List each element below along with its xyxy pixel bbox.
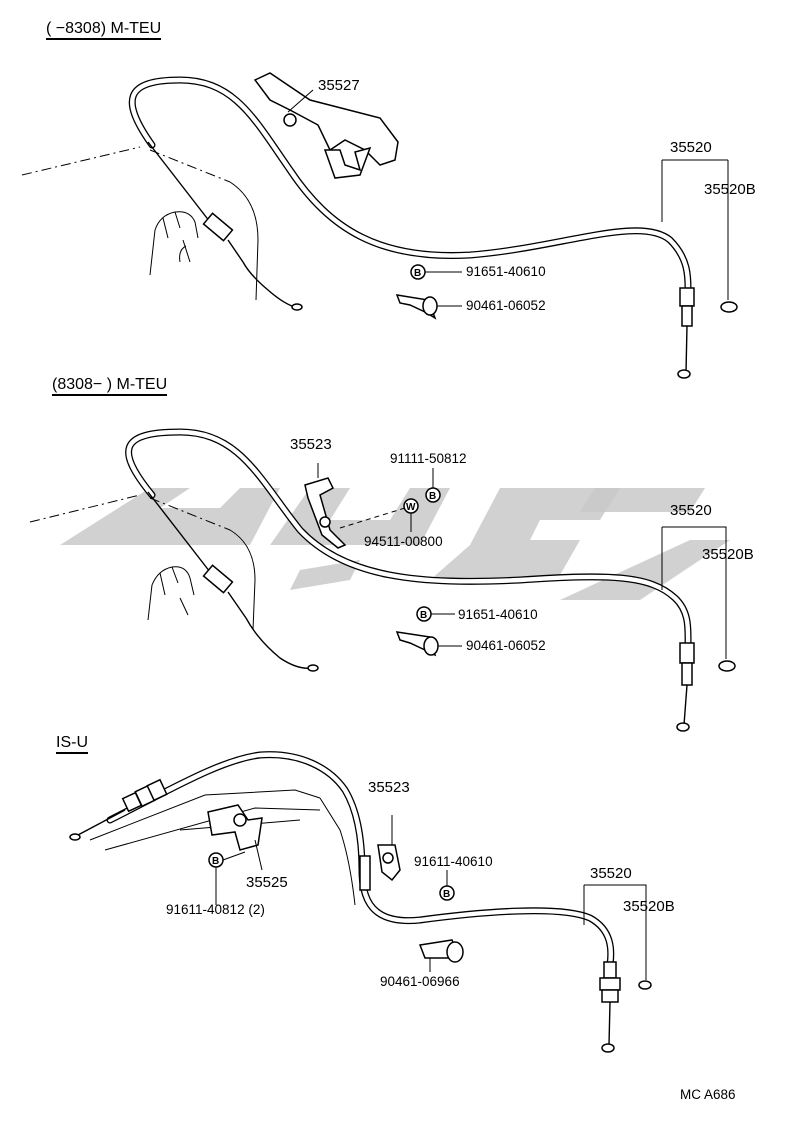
- part-label-washer: 94511-00800: [364, 534, 443, 549]
- part-label-clamp-3: 90461-06966: [380, 974, 460, 989]
- section-2-drawing: [29, 428, 736, 732]
- bolt-mark-4: B: [212, 856, 219, 867]
- part-label-cable-1: 35520: [670, 139, 712, 156]
- section-2-header: (8308− ) M-TEU: [52, 376, 168, 396]
- footer-code: MC A686: [680, 1087, 736, 1102]
- part-label-35525: 35525: [246, 874, 288, 891]
- part-label-bolt-mid: 91611-40610: [414, 854, 493, 869]
- part-label-cable-alt-2: 35520B: [702, 546, 754, 563]
- part-label-cable-3: 35520: [590, 865, 632, 882]
- section-1-drawing: [21, 72, 738, 379]
- bolt-mark-3: B: [420, 610, 427, 621]
- part-label-35523-a: 35523: [290, 436, 332, 453]
- bolt-mark-5: B: [443, 889, 450, 900]
- part-label-cable-alt-3: 35520B: [623, 898, 675, 915]
- section-1-header: ( −8308) M-TEU: [46, 20, 162, 40]
- part-label-clamp-1: 90461-06052: [466, 298, 546, 313]
- part-label-bolt-top: 91111-50812: [390, 451, 467, 466]
- section-3-drawing: [69, 751, 652, 1053]
- part-label-cable-alt-1: 35520B: [704, 181, 756, 198]
- part-label-bolt-lower: 91611-40812 (2): [166, 902, 265, 917]
- section-3-header: IS-U: [56, 734, 88, 754]
- circled-marks: B B W B B B: [212, 268, 450, 900]
- part-label-bolt-1: 91651-40610: [466, 264, 546, 279]
- bolt-mark-1: B: [414, 268, 421, 279]
- washer-mark: W: [406, 502, 416, 513]
- part-label-cable-2: 35520: [670, 502, 712, 519]
- part-label-bolt-2: 91651-40610: [458, 607, 538, 622]
- part-label-35523-b: 35523: [368, 779, 410, 796]
- part-label-35527: 35527: [318, 77, 360, 94]
- bolt-mark-2: B: [429, 491, 436, 502]
- part-label-clamp-2: 90461-06052: [466, 638, 546, 653]
